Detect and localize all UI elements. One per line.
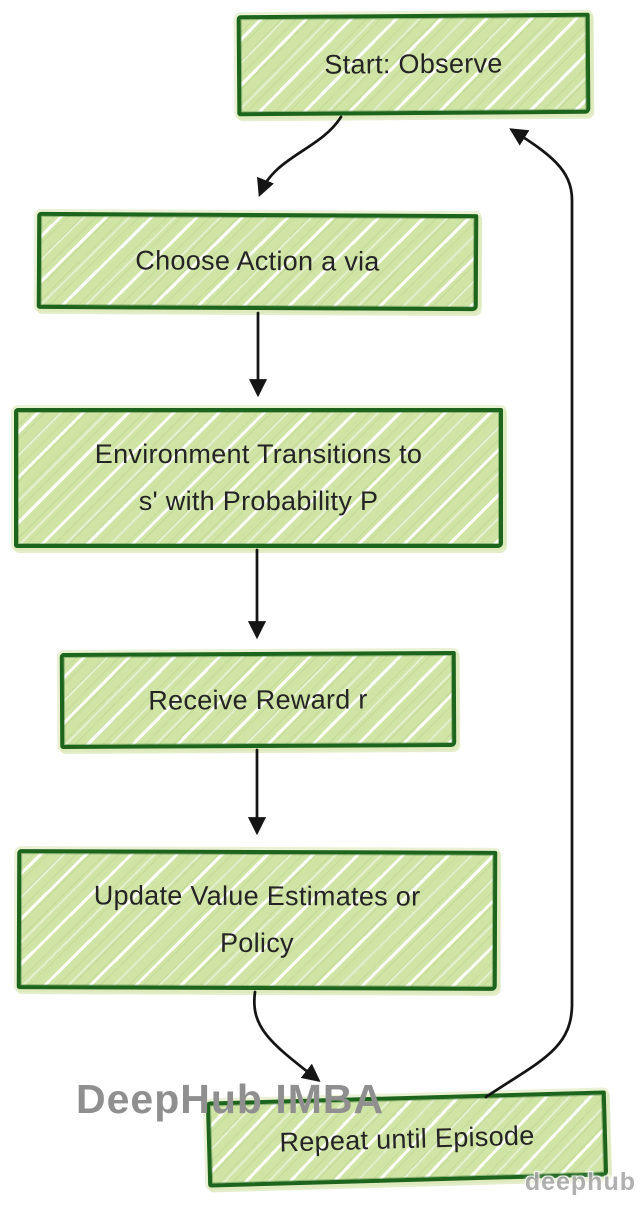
flow-node-choose-action: Choose Action a via — [36, 211, 479, 312]
arrow-start-to-choose — [257, 115, 343, 198]
node-label: Environment Transitions to — [94, 439, 423, 469]
node-label: Choose Action a via — [135, 245, 380, 277]
flow-node-update-values: Update Value Estimates or Policy — [16, 849, 498, 991]
node-label: Update Value Estimates or — [93, 880, 421, 912]
node-label: Receive Reward r — [148, 683, 368, 716]
arrow-repeat-loop-to-start — [484, 128, 574, 1099]
flow-node-environment-transition: Environment Transitions to s' with Proba… — [14, 408, 503, 548]
node-label: Policy — [219, 927, 294, 959]
arrow-update-to-repeat — [252, 990, 321, 1083]
watermark-deephub-imba: DeepHub IMBA — [76, 1076, 385, 1122]
node-label: Repeat until Episode — [279, 1119, 535, 1158]
flow-node-start: Start: Observe — [236, 12, 591, 117]
node-label: s' with Probability P — [138, 486, 379, 516]
flow-node-receive-reward: Receive Reward r — [59, 650, 457, 750]
watermark-deephub-corner: deephub — [524, 1168, 636, 1196]
node-label: Start: Observe — [324, 48, 503, 80]
